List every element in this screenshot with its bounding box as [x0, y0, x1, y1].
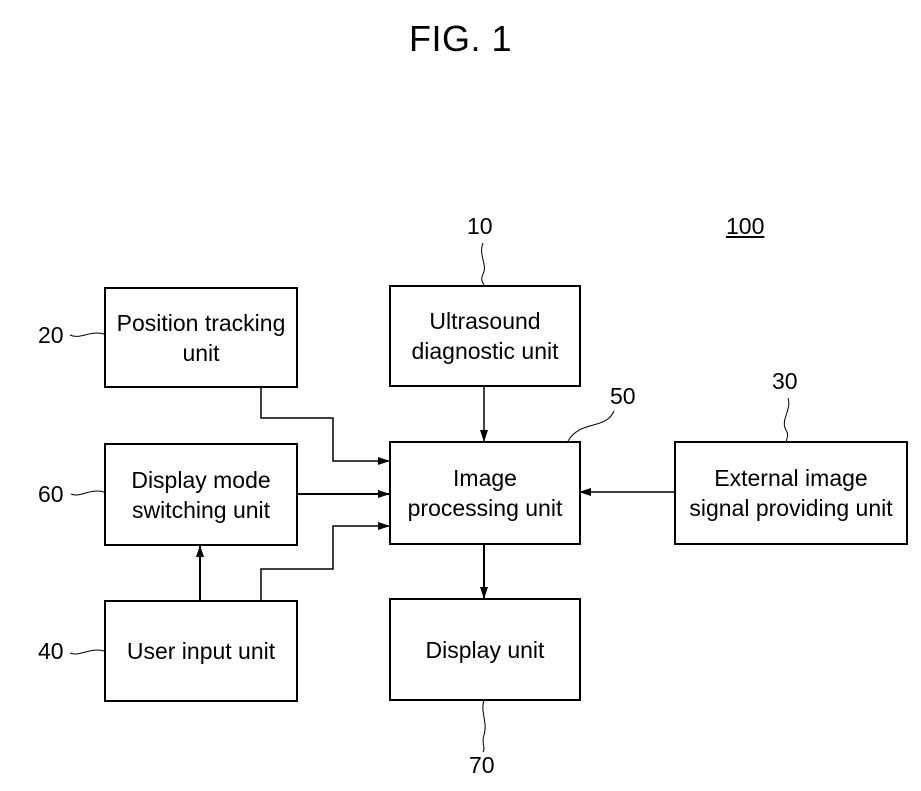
- leader-60: [71, 491, 104, 495]
- leader-40: [70, 650, 104, 654]
- block-label: Position tracking unit: [117, 308, 286, 368]
- block-label: Image processing unit: [408, 463, 563, 523]
- block-label: External image signal providing unit: [689, 463, 892, 523]
- block-image-processing: Image processing unit: [389, 441, 581, 545]
- leader-30: [784, 398, 789, 442]
- block-label: User input unit: [127, 636, 275, 666]
- block-label: Display unit: [426, 635, 545, 665]
- block-ultrasound: Ultrasound diagnostic unit: [389, 285, 581, 387]
- ref-numeral-40: 40: [38, 638, 64, 664]
- leader-10: [482, 243, 485, 287]
- ref-numeral-70: 70: [469, 752, 495, 778]
- block-external-image: External image signal providing unit: [674, 441, 908, 545]
- block-display-mode: Display mode switching unit: [104, 443, 298, 546]
- ref-numeral-100: 100: [726, 213, 764, 239]
- block-label: Ultrasound diagnostic unit: [411, 306, 558, 366]
- ref-numeral-30: 30: [772, 368, 798, 394]
- block-label: Display mode switching unit: [131, 465, 270, 525]
- block-display: Display unit: [389, 598, 581, 701]
- ref-numeral-10: 10: [467, 213, 493, 239]
- leader-50: [568, 411, 614, 441]
- ref-numeral-20: 20: [38, 322, 64, 348]
- leader-20: [70, 333, 104, 336]
- leader-70: [483, 700, 485, 752]
- block-position-tracking: Position tracking unit: [104, 287, 298, 388]
- block-user-input: User input unit: [104, 600, 298, 702]
- ref-numeral-60: 60: [38, 481, 64, 507]
- ref-numeral-50: 50: [610, 383, 636, 409]
